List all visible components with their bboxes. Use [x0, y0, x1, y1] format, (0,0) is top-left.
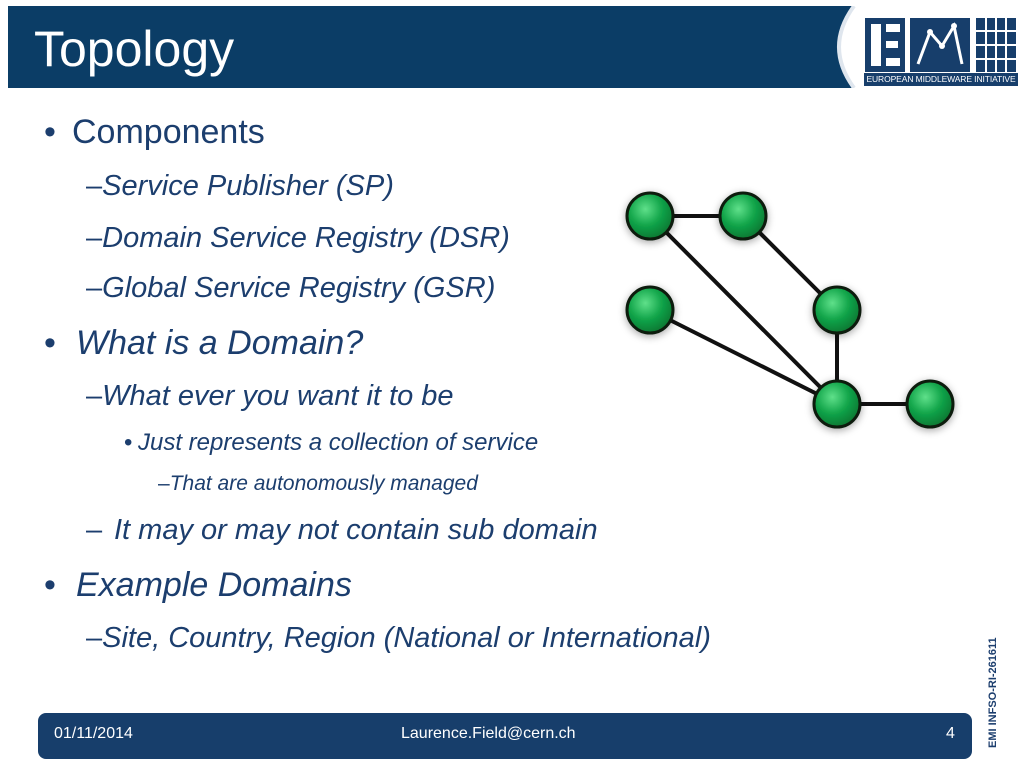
- edge: [648, 214, 839, 406]
- bullet-dot: •: [44, 324, 56, 362]
- emi-logo: [830, 4, 1023, 90]
- edge: [649, 308, 838, 406]
- bullet-dash: –: [86, 170, 103, 202]
- title-bar: Topology: [8, 6, 854, 88]
- graph-nodes: [625, 191, 955, 429]
- bullet-dash: –: [158, 472, 170, 495]
- bullet-dot: •: [44, 113, 56, 151]
- node: [625, 285, 675, 335]
- node: [812, 285, 862, 335]
- side-reference: EMI INFSO-RI-261611: [987, 637, 999, 748]
- bullet-components: •Components: [44, 113, 265, 151]
- footer-date: 01/11/2014: [54, 725, 133, 742]
- bullet-dash: –: [86, 380, 103, 412]
- emi-logo-graphic: [830, 4, 1023, 90]
- bullet-dash: –: [86, 272, 103, 304]
- sub-bullet-whatever: –What ever you want it to be: [86, 380, 454, 412]
- graph-edges: [648, 214, 930, 406]
- bullet-dot: •: [124, 429, 133, 456]
- node: [625, 191, 675, 241]
- footer-page-number: 4: [946, 725, 955, 742]
- bullet-what-is-domain: •What is a Domain?: [44, 324, 364, 362]
- footer-bar: 01/11/2014 Laurence.Field@cern.ch 4: [38, 713, 972, 759]
- node: [718, 191, 768, 241]
- bullet-dot: •: [44, 566, 56, 604]
- sub-bullet-site-country-region: –Site, Country, Region (National or Inte…: [86, 622, 711, 654]
- footer-email: Laurence.Field@cern.ch: [401, 725, 576, 742]
- level4-bullet-autonomous: –That are autonomously managed: [158, 472, 478, 495]
- sub-sub-bullet-collection: •Just represents a collection of service: [124, 429, 539, 456]
- bullet-example-domains: •Example Domains: [44, 566, 352, 604]
- node: [812, 379, 862, 429]
- logo-caption: EUROPEAN MIDDLEWARE INITIATIVE: [864, 73, 1018, 86]
- bullet-dash: –: [86, 514, 103, 546]
- bullet-dash: –: [86, 622, 103, 654]
- bullet-dash: –: [86, 222, 103, 254]
- sub-bullet-sub-domain: –It may or may not contain sub domain: [86, 514, 598, 546]
- sub-bullet-domain-service-registry: –Domain Service Registry (DSR): [86, 222, 510, 254]
- slide-title: Topology: [34, 21, 235, 77]
- sub-bullet-global-service-registry: –Global Service Registry (GSR): [86, 272, 496, 304]
- sub-bullet-service-publisher: –Service Publisher (SP): [86, 170, 394, 202]
- node: [905, 379, 955, 429]
- topology-graph: [625, 191, 955, 429]
